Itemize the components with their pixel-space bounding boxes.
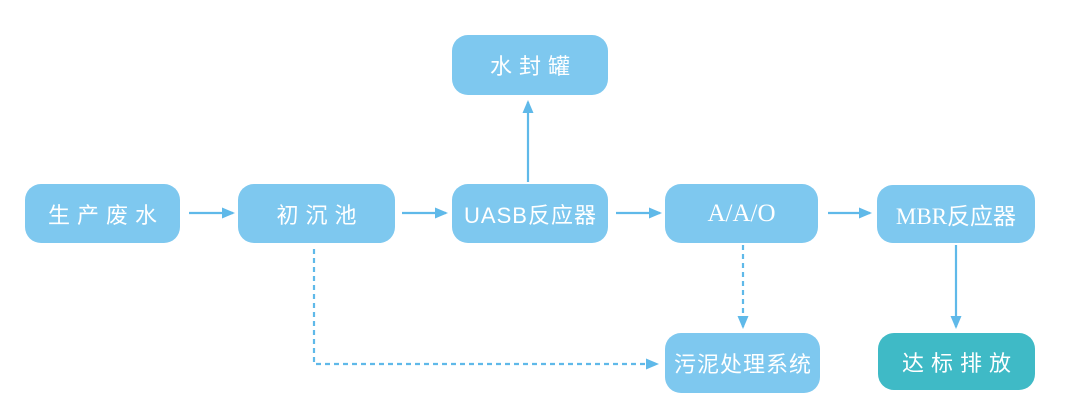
node-label: 达标排放 [901, 350, 1018, 376]
node-uasb-reactor: UASB反应器 [452, 184, 608, 243]
node-label: 初沉池 [276, 202, 364, 228]
node-aao-process: A/A/O [665, 184, 818, 243]
node-label: MBR反应器 [895, 204, 1017, 229]
node-label: UASB反应器 [464, 202, 597, 228]
node-label: A/A/O [707, 199, 776, 227]
node-water-seal-tank: 水封罐 [452, 35, 608, 95]
node-primary-sedimentation-tank: 初沉池 [238, 184, 395, 243]
edge-primary-to-sludge [312, 249, 659, 370]
node-label: 水封罐 [489, 54, 577, 79]
node-sludge-treatment-system: 污泥处理系统 [665, 333, 820, 393]
node-label: 污泥处理系统 [673, 352, 812, 377]
node-production-wastewater: 生产废水 [25, 184, 180, 243]
node-mbr-reactor: MBR反应器 [877, 185, 1035, 243]
node-compliant-discharge: 达标排放 [878, 333, 1035, 390]
node-label: 生产废水 [47, 202, 164, 228]
